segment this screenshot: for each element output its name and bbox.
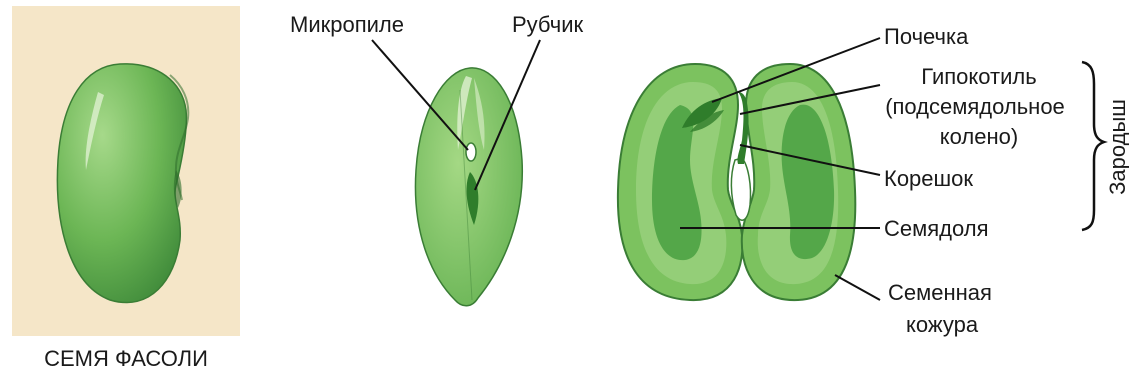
label-micropyle: Микропиле (290, 14, 404, 36)
whole-bean-seed (57, 64, 188, 303)
seed-side-view (415, 68, 522, 306)
label-hypocotyl-line1: Гипокотиль (884, 66, 1074, 88)
label-radicle: Корешок (884, 168, 973, 190)
label-seed-coat-line1: Семенная (888, 282, 992, 304)
label-hypocotyl-line3: колено) (884, 126, 1074, 148)
opened-seed (618, 64, 855, 300)
label-embryo: Зародыш (1107, 97, 1129, 197)
leader-seed-coat (835, 275, 880, 300)
label-plumule: Почечка (884, 26, 968, 48)
embryo-bracket (1082, 62, 1104, 230)
label-seed-coat-line2: кожура (906, 314, 978, 336)
label-hypocotyl-line2: (подсемядольное (870, 96, 1080, 118)
label-hilum: Рубчик (512, 14, 583, 36)
caption-bean-seed: СЕМЯ ФАСОЛИ (12, 348, 240, 370)
label-cotyledon: Семядоля (884, 218, 989, 240)
